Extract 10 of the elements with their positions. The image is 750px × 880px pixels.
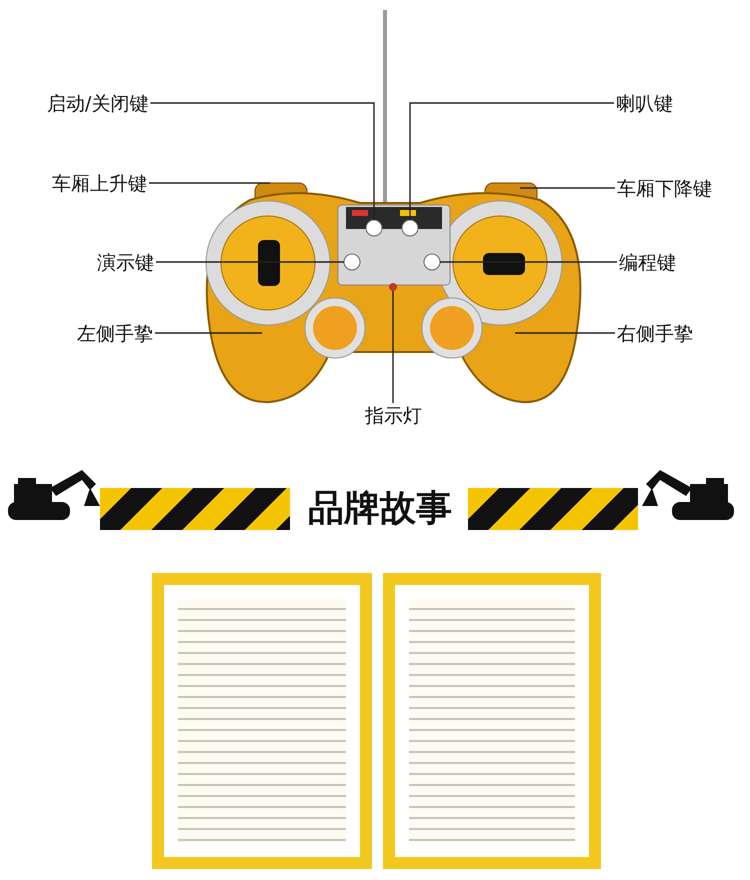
leader-line xyxy=(409,102,614,220)
leader-line xyxy=(515,332,615,334)
leader-line xyxy=(520,187,615,189)
leader-line xyxy=(156,261,344,263)
leader-line xyxy=(149,182,270,184)
leader-line xyxy=(392,291,394,403)
leader-line xyxy=(440,261,617,263)
leader-line xyxy=(150,102,375,220)
leader-line xyxy=(155,332,262,334)
section-heading: 品牌故事 xyxy=(307,486,453,531)
